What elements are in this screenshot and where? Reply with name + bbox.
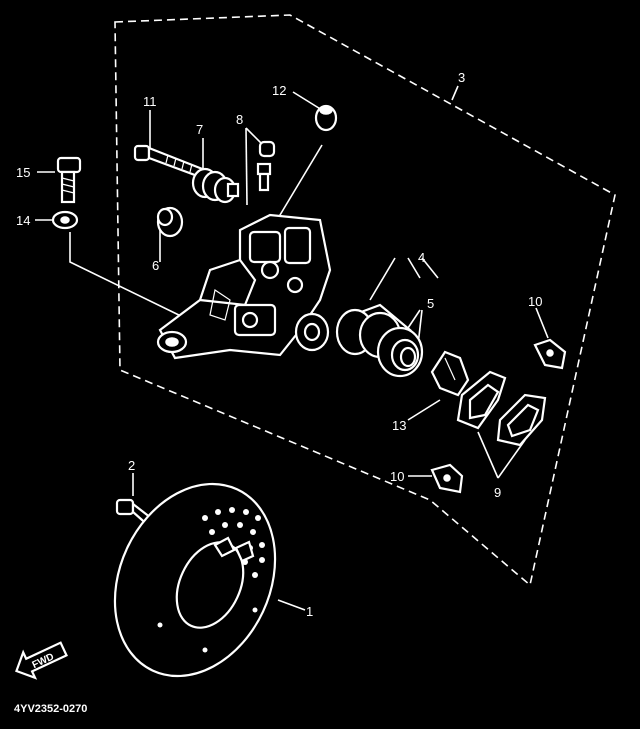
fwd-arrow-icon: FWD [15,641,68,680]
callout-8: 8 [236,112,243,127]
callout-1: 1 [306,604,313,619]
leader-lines [35,85,549,611]
callout-10-upper: 10 [528,294,542,309]
callout-4: 4 [418,250,425,265]
bleed-screw-8-icon [256,140,276,192]
boot-7-icon [191,167,240,204]
caliper-assembly-boundary [114,14,616,587]
callout-9: 9 [494,485,501,500]
pad-clip-10-upper-icon [533,338,567,370]
callout-3: 3 [458,70,465,85]
cap-12-icon [314,104,338,132]
callout-13: 13 [392,418,406,433]
washer-14-icon [51,210,79,230]
diagram-code: 4YV2352-0270 [14,703,87,715]
bushing-6-icon [156,206,184,238]
pad-spring-13-icon [430,350,470,397]
pin-bolt-11-icon [133,144,207,180]
callout-6: 6 [152,258,159,273]
callout-10-lower: 10 [390,469,404,484]
piston-4-icon [335,303,424,378]
callout-5: 5 [427,296,434,311]
callout-11: 11 [143,94,157,109]
caliper-body-icon [156,213,332,360]
bolt-15-icon [56,156,82,204]
brake-pads-9-icon [456,370,547,447]
callout-12: 12 [272,83,286,98]
callout-2: 2 [128,458,135,473]
callout-14: 14 [16,213,30,228]
callout-15: 15 [16,165,30,180]
callout-7: 7 [196,122,203,137]
pad-clip-10-lower-icon [430,463,464,494]
brake-disc-1-icon [113,482,277,678]
